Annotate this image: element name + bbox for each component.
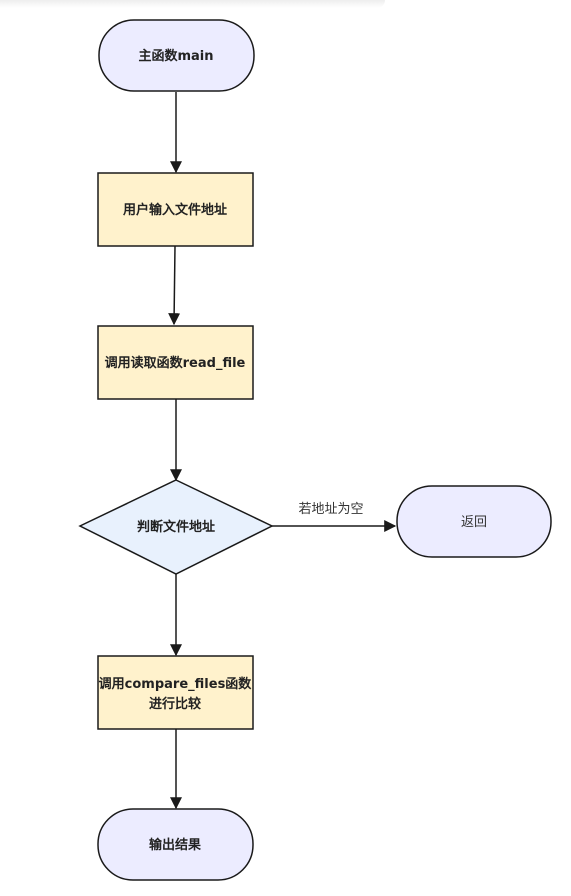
decision-label: 判断文件地址 [137, 519, 215, 535]
start-terminal-shape [98, 19, 255, 92]
edge-input-to-read [168, 245, 181, 326]
edge-label-empty-address: 若地址为空 [298, 501, 363, 517]
return-terminal-shape [396, 485, 552, 558]
node-read: 调用读取函数read_file [97, 325, 254, 400]
start-label: 主函数main [138, 48, 213, 64]
top-edge-shadow [0, 0, 385, 8]
read-process-shape [97, 325, 254, 400]
output-terminal-shape [97, 808, 254, 881]
edges [168, 92, 397, 810]
decision-diamond-shape [78, 479, 274, 575]
node-start: 主函数main [98, 19, 255, 92]
node-decision: 判断文件地址 [78, 479, 274, 575]
input-process-shape [97, 172, 254, 247]
node-output: 输出结果 [97, 808, 254, 881]
compare-process-shape [97, 655, 254, 730]
compare-label-line1: 调用compare_files函数 [99, 676, 253, 692]
compare-label-line2: 进行比较 [149, 696, 201, 712]
read-label: 调用读取函数read_file [105, 355, 246, 371]
node-compare: 调用compare_files函数 进行比较 [97, 655, 254, 730]
input-label: 用户输入文件地址 [122, 202, 227, 218]
output-label: 输出结果 [149, 837, 201, 853]
node-input: 用户输入文件地址 [97, 172, 254, 247]
return-label: 返回 [461, 515, 487, 530]
node-return: 返回 [396, 485, 552, 558]
